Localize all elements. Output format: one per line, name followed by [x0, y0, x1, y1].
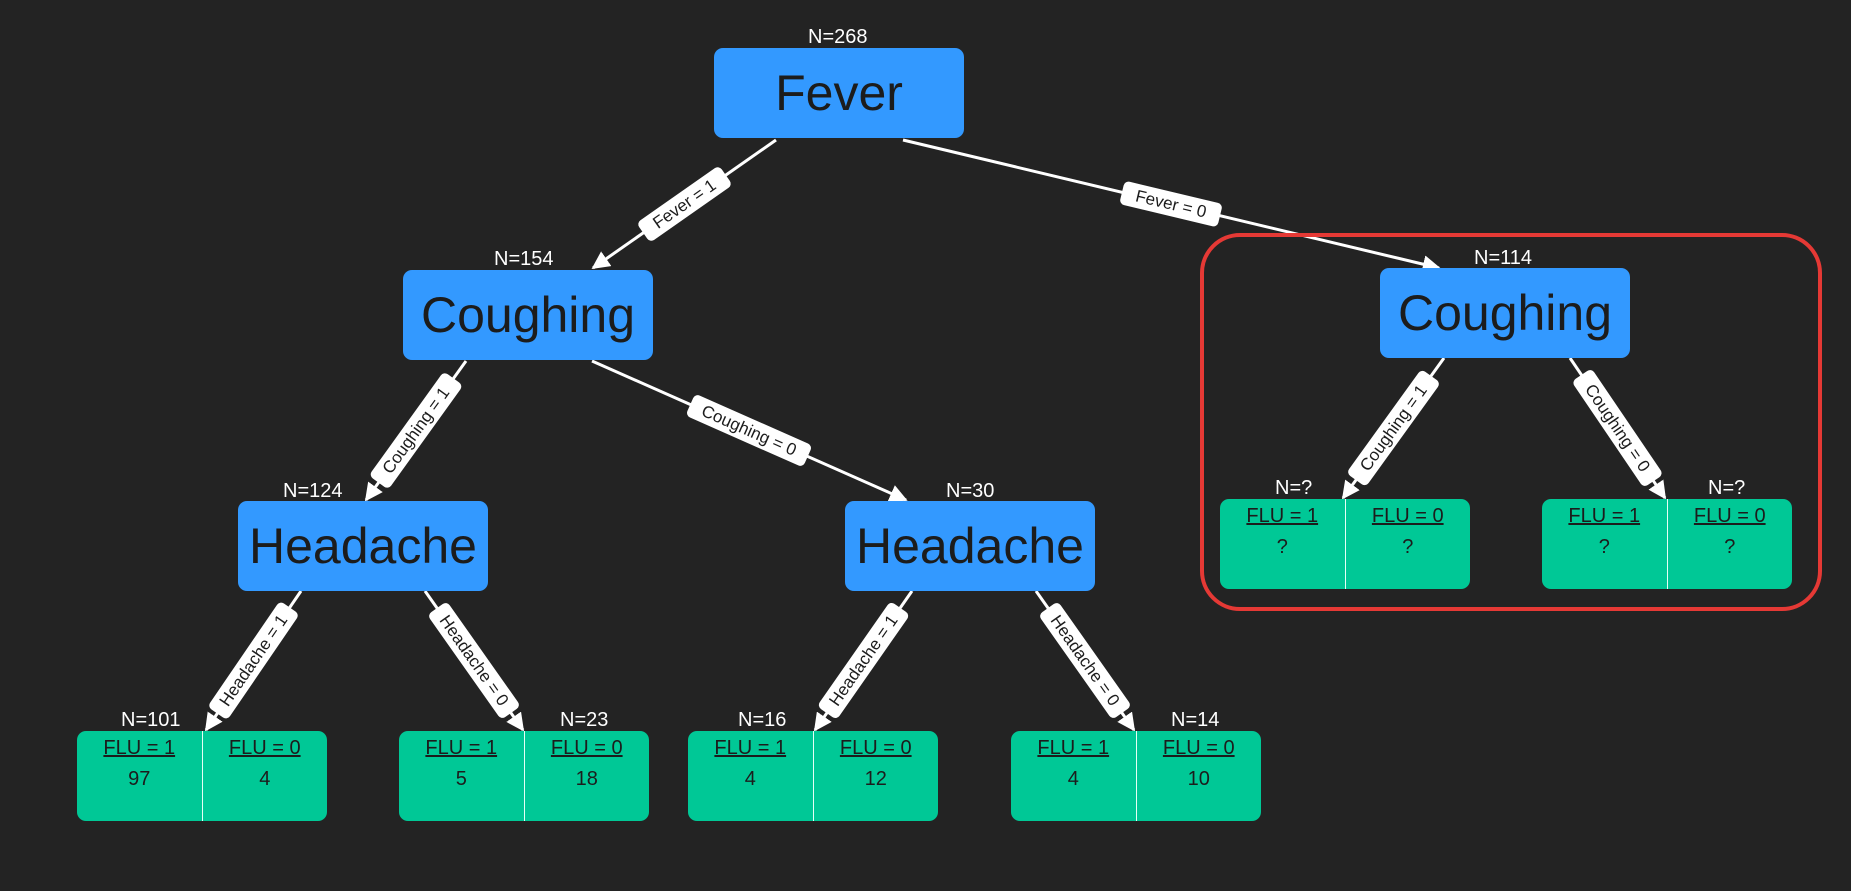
flu-positive-cell: FLU = 1 4: [1011, 731, 1136, 821]
edge-label-text: Fever = 1: [649, 175, 719, 232]
edge-label-text: Coughing = 1: [379, 384, 454, 478]
leaf-count: N=?: [1708, 477, 1746, 499]
flu-1-value: 4: [1067, 768, 1079, 790]
flu-positive-cell: FLU = 1 4: [688, 731, 813, 821]
edge-label: Headache = 1: [209, 602, 298, 719]
edge-label-background: [1348, 370, 1439, 486]
flu-0-value: ?: [1724, 536, 1736, 558]
edge-label-text: Fever = 0: [1134, 186, 1209, 221]
flu-positive-cell: FLU = 1 97: [77, 731, 202, 821]
flu-1-value: 5: [455, 768, 467, 790]
flu-negative-cell: FLU = 0 4: [201, 731, 328, 821]
flu-0-value: ?: [1402, 536, 1414, 558]
highlight-box: [1200, 233, 1822, 611]
edge-label-text: Headache = 1: [825, 611, 901, 709]
leaf-node: FLU = 1 ? FLU = 0 ?: [1542, 499, 1792, 589]
flu-1-label: FLU = 1: [1568, 505, 1641, 527]
flu-positive-cell: FLU = 1 5: [399, 731, 524, 821]
edge-label-background: [638, 167, 731, 241]
flu-0-label: FLU = 0: [228, 737, 301, 759]
edge-label: Headache = 1: [818, 602, 909, 719]
flu-0-label: FLU = 0: [1371, 505, 1444, 527]
edge-label-background: [818, 602, 909, 719]
root-count: N=268: [808, 26, 868, 48]
edge-label-text: Coughing = 0: [699, 401, 800, 460]
leaf-node: FLU = 1 5 FLU = 0 18: [399, 731, 649, 821]
flu-0-label: FLU = 0: [839, 737, 912, 759]
flu-negative-cell: FLU = 0 10: [1135, 731, 1262, 821]
edge-label: Coughing = 1: [370, 373, 462, 488]
flu-1-value: 4: [744, 768, 756, 790]
edge-label-text: Headache = 1: [216, 611, 292, 710]
flu-0-value: 4: [259, 768, 271, 790]
leaf-node: FLU = 1 97 FLU = 0 4: [77, 731, 327, 821]
edge-label: Fever = 0: [1120, 181, 1222, 227]
flu-0-label: FLU = 0: [1162, 737, 1235, 759]
flu-positive-cell: FLU = 1 ?: [1542, 499, 1667, 589]
edge-label: Fever = 1: [638, 167, 731, 241]
leaf-count: N=?: [1275, 477, 1313, 499]
flu-1-label: FLU = 1: [1246, 505, 1319, 527]
flu-0-value: 18: [575, 768, 598, 790]
coughing-left-count: N=154: [494, 248, 554, 270]
flu-negative-cell: FLU = 0 ?: [1666, 499, 1793, 589]
leaf-node: FLU = 1 4 FLU = 0 12: [688, 731, 938, 821]
flu-0-label: FLU = 0: [550, 737, 623, 759]
edge-label: Headache = 0: [429, 603, 519, 718]
flu-positive-cell: FLU = 1 ?: [1220, 499, 1345, 589]
leaf-count: N=101: [121, 709, 181, 731]
leaf-node: FLU = 1 4 FLU = 0 10: [1011, 731, 1261, 821]
leaf-count: N=16: [738, 709, 787, 731]
flu-1-value: ?: [1276, 536, 1288, 558]
flu-1-label: FLU = 1: [103, 737, 176, 759]
flu-0-value: 12: [864, 768, 887, 790]
flu-negative-cell: FLU = 0 18: [523, 731, 650, 821]
edge-label-background: [687, 395, 811, 466]
node-fever: Fever: [714, 48, 964, 138]
edge-label: Headache = 0: [1040, 603, 1130, 718]
edge-label-background: [1040, 603, 1130, 718]
flu-0-value: 10: [1187, 768, 1210, 790]
edge-label-background: [209, 602, 298, 719]
flu-negative-cell: FLU = 0 12: [812, 731, 939, 821]
edge-label-background: [370, 373, 462, 488]
flu-1-label: FLU = 1: [714, 737, 787, 759]
flu-1-label: FLU = 1: [1037, 737, 1110, 759]
edge-label-background: [429, 603, 519, 718]
leaf-count: N=23: [560, 709, 609, 731]
node-headache-mid: Headache: [845, 501, 1095, 591]
edge-label-text: Headache = 0: [436, 612, 513, 710]
flu-0-label: FLU = 0: [1693, 505, 1766, 527]
edge-label-background: [1573, 370, 1662, 486]
node-coughing-right: Coughing: [1380, 268, 1630, 358]
leaf-count: N=14: [1171, 709, 1220, 731]
edge-label-background: [1120, 181, 1222, 227]
node-coughing-left: Coughing: [403, 270, 653, 360]
flu-1-value: 97: [128, 768, 151, 790]
edge-label-text: Headache = 0: [1047, 612, 1124, 710]
flu-1-value: ?: [1598, 536, 1610, 558]
flu-1-label: FLU = 1: [425, 737, 498, 759]
headache-left-count: N=124: [283, 480, 343, 502]
headache-mid-count: N=30: [946, 480, 995, 502]
flu-negative-cell: FLU = 0 ?: [1344, 499, 1471, 589]
edge-label: Coughing = 0: [687, 395, 811, 466]
coughing-right-count: N=114: [1474, 247, 1533, 269]
node-headache-left: Headache: [238, 501, 488, 591]
leaf-node: FLU = 1 ? FLU = 0 ?: [1220, 499, 1470, 589]
